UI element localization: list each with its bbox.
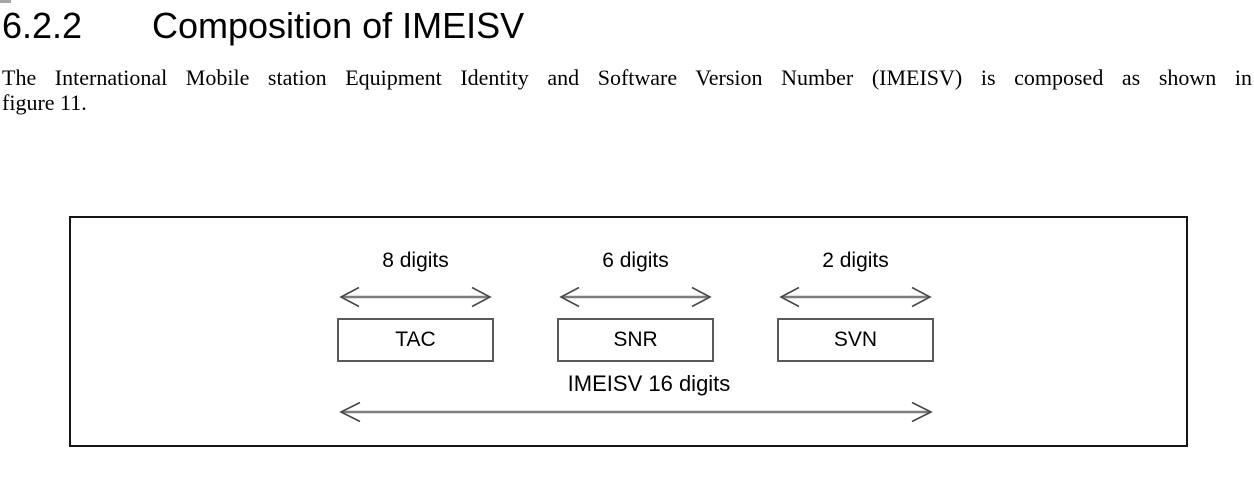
svn-box-label: SVN (833, 328, 878, 351)
scan-edge-artifact (0, 0, 11, 3)
svn-box: SVN (777, 318, 934, 362)
section-title: Composition of IMEISV (152, 5, 525, 46)
segment-tac: 8 digits TAC (337, 250, 494, 362)
imeisv-composition-figure: 8 digits TAC 6 digits (69, 216, 1188, 447)
segment-svn: 2 digits SVN (777, 250, 934, 362)
tac-box: TAC (337, 318, 494, 362)
tac-width-arrow-icon (337, 284, 494, 310)
body-paragraph: The International Mobile station Equipme… (2, 65, 1252, 115)
imeisv-total-arrow-icon (337, 399, 935, 425)
snr-box-label: SNR (613, 328, 658, 351)
imeisv-total-label: IMEISV 16 digits (567, 371, 731, 396)
snr-digits-label: 6 digits (602, 249, 669, 272)
paragraph-line-1: The International Mobile station Equipme… (2, 65, 1252, 90)
segment-snr: 6 digits SNR (557, 250, 714, 362)
tac-box-label: TAC (395, 328, 436, 351)
snr-width-arrow-icon (557, 284, 714, 310)
paragraph-line-2: figure 11. (2, 90, 87, 115)
svn-width-arrow-icon (777, 284, 934, 310)
snr-box: SNR (557, 318, 714, 362)
tac-digits-label: 8 digits (382, 249, 449, 272)
svn-digits-label: 2 digits (822, 249, 889, 272)
section-number: 6.2.2 (2, 5, 83, 46)
